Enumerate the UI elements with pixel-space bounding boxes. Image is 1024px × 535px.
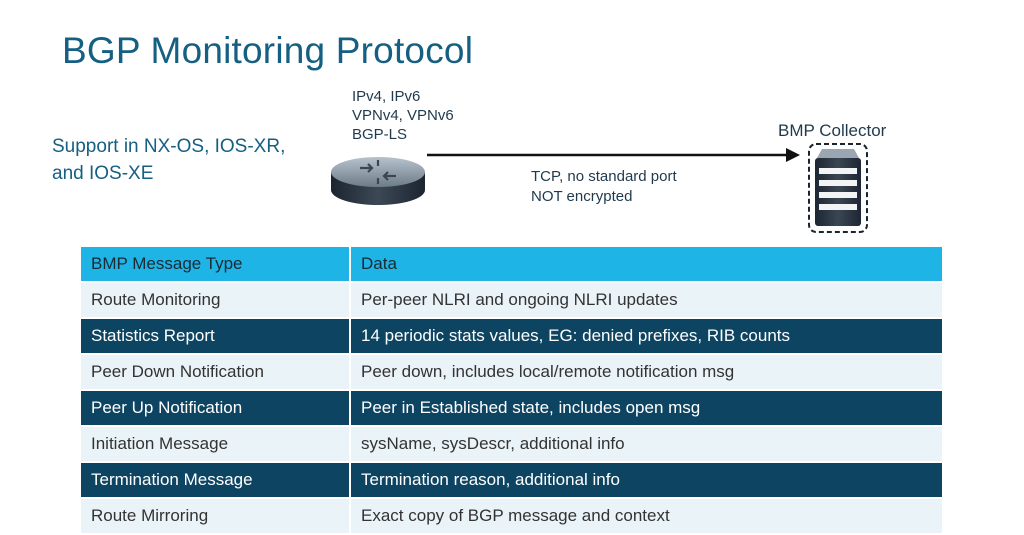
message-type-cell: Route Monitoring [79,281,351,319]
message-type-cell: Peer Up Notification [79,389,351,427]
address-family-list: IPv4, IPv6 VPNv4, VPNv6 BGP-LS [352,87,454,144]
address-family-item: BGP-LS [352,126,408,143]
collector-label: BMP Collector [778,121,887,140]
address-family-item: IPv4, IPv6 [352,88,421,105]
platform-support-text: Support in NX-OS, IOS-XR, and IOS-XE [52,136,286,184]
arrow-right-icon [427,148,800,162]
table-row: Peer Up Notification Peer in Established… [79,389,944,427]
table-row: Statistics Report 14 periodic stats valu… [79,317,944,355]
message-data-cell: Peer in Established state, includes open… [349,389,944,427]
message-type-cell: Statistics Report [79,317,351,355]
connection-note-line: NOT encrypted [531,188,633,205]
message-data-cell: Per-peer NLRI and ongoing NLRI updates [349,281,944,319]
router-icon [331,157,425,205]
message-data-cell: Peer down, includes local/remote notific… [349,353,944,391]
connection-note-line: TCP, no standard port [531,168,677,185]
message-data-cell: sysName, sysDescr, additional info [349,425,944,463]
server-stack-icon [808,143,868,233]
message-type-cell: Termination Message [79,461,351,499]
column-header-message-type: BMP Message Type [79,245,351,283]
column-header-data: Data [349,245,944,283]
message-data-cell: Exact copy of BGP message and context [349,497,944,535]
table-row: Termination Message Termination reason, … [79,461,944,499]
table-row: Route Monitoring Per-peer NLRI and ongoi… [79,281,944,319]
message-type-cell: Peer Down Notification [79,353,351,391]
bmp-message-table: BMP Message Type Data Route Monitoring P… [79,245,944,535]
page-title: BGP Monitoring Protocol [62,30,474,71]
table-row: Peer Down Notification Peer down, includ… [79,353,944,391]
table-row: Route Mirroring Exact copy of BGP messag… [79,497,944,535]
message-data-cell: 14 periodic stats values, EG: denied pre… [349,317,944,355]
message-data-cell: Termination reason, additional info [349,461,944,499]
table-row: Initiation Message sysName, sysDescr, ad… [79,425,944,463]
message-type-cell: Initiation Message [79,425,351,463]
table-header-row: BMP Message Type Data [79,245,944,283]
connection-note: TCP, no standard port NOT encrypted [531,167,677,207]
address-family-item: VPNv4, VPNv6 [352,107,454,124]
message-type-cell: Route Mirroring [79,497,351,535]
